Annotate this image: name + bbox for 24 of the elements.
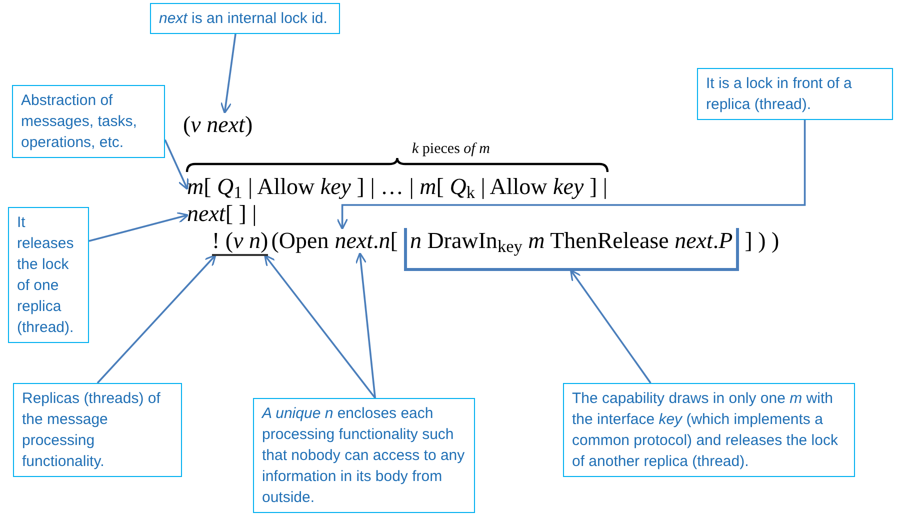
leader-arrow bbox=[96, 254, 216, 384]
leader-arrow bbox=[164, 139, 189, 190]
formula-term: ! (ν n) bbox=[212, 228, 268, 256]
callout-box: A unique n encloses each processing functionality such that nobody can access to any information in its body from outside. bbox=[253, 398, 475, 513]
callout-box: It is a lock in front of a replica (thread). bbox=[697, 68, 893, 120]
callout-box: The capability draws in only one m with the interface key (which implements a common protocol) and releases the lock of another replica (thread). bbox=[563, 383, 855, 477]
leader-arrow bbox=[336, 120, 806, 230]
callout-box: next is an internal lock id. bbox=[150, 3, 340, 34]
formula-term: next.n[ bbox=[334, 228, 398, 254]
leader-arrow bbox=[355, 252, 376, 398]
bracketed-term: n DrawIn$_{key}$ m ThenRelease next.P bbox=[404, 228, 739, 271]
leader-arrow bbox=[220, 34, 236, 114]
brace-label: k pieces of m bbox=[412, 140, 490, 159]
formula-term: next[ ] | bbox=[187, 201, 257, 227]
formula-term: ] ) ) bbox=[744, 228, 780, 254]
formula-term: m[ Q$_{1}$ | Allow key ] | … | m[ Q$_{k}$ | Allow key ] | bbox=[187, 174, 608, 200]
leader-arrow bbox=[264, 254, 376, 399]
leader-arrow bbox=[570, 269, 652, 384]
formula-term: (Open bbox=[271, 228, 329, 254]
callout-box: Abstraction of messages, tasks, operations, etc. bbox=[12, 85, 165, 158]
callout-box: It releases the lock of one replica (thread). bbox=[8, 207, 89, 343]
formula-term: (ν next) bbox=[183, 112, 253, 138]
callout-box: Replicas (threads) of the message processing functionality. bbox=[13, 383, 182, 477]
leader-arrow bbox=[88, 212, 189, 242]
